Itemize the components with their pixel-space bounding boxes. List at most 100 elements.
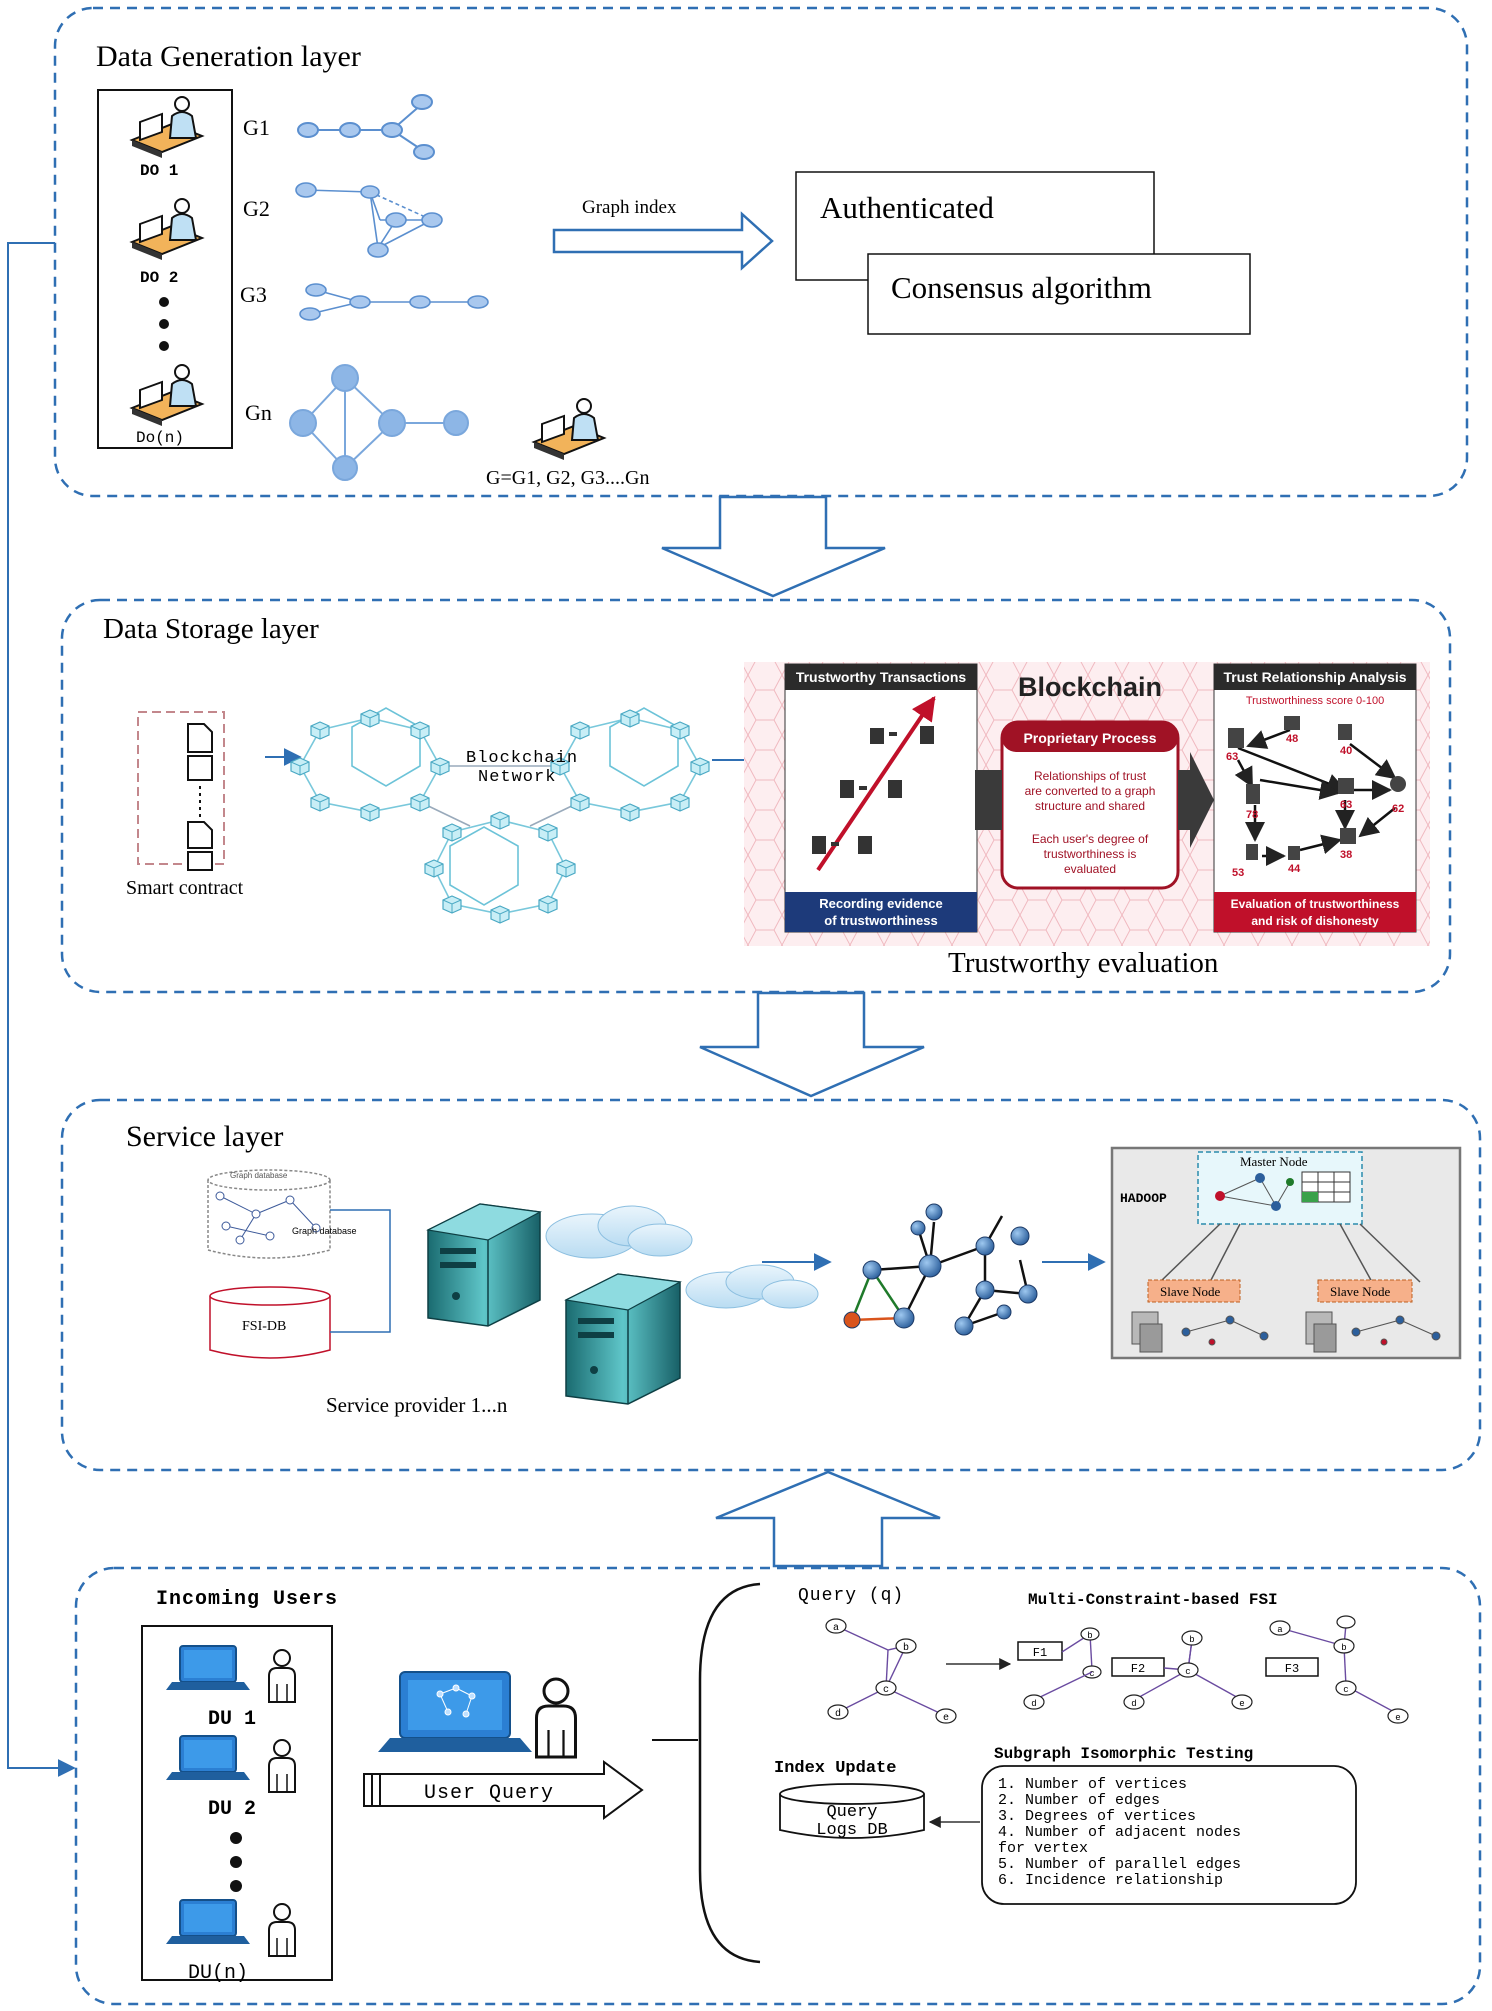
- iso-criterion: 1. Number of vertices: [998, 1776, 1187, 1793]
- slave-node-box-1: [1147, 1279, 1241, 1303]
- index-update-label: Index Update: [774, 1759, 896, 1778]
- data-owner-label-n: Do(n): [136, 429, 184, 447]
- iso-criterion: 2. Number of edges: [998, 1792, 1160, 1809]
- trust-score-label: 62: [1392, 803, 1404, 815]
- left-feedback-connector: [7, 242, 76, 1777]
- storage-layer-border: [60, 598, 1452, 994]
- iso-testing-title: Subgraph Isomorphic Testing: [994, 1745, 1253, 1763]
- graph-label-g3: G3: [240, 282, 267, 307]
- graph-g3: [299, 283, 489, 321]
- proprietary-process-label: Proprietary Process: [1023, 730, 1156, 746]
- user-query-layer: Incoming Users DU 1 DU 2 DU(n): [74, 1566, 1482, 2006]
- data-owner-label-1: DO 1: [140, 162, 178, 180]
- trust-analysis-footer-1: Evaluation of trustworthiness: [1231, 897, 1400, 911]
- trust-analysis-footer-2: and risk of dishonesty: [1251, 914, 1379, 928]
- process-text-1: Relationships of trust: [1034, 769, 1147, 783]
- service-graph-nodes: [843, 1203, 1038, 1336]
- graph-union-label: G=G1, G2, G3....Gn: [486, 467, 650, 489]
- transaction-icons: [812, 726, 934, 854]
- trustworthy-transactions-card: [784, 663, 978, 933]
- blockchain-panel-title: Blockchain: [1018, 672, 1162, 702]
- trust-graph: [1234, 728, 1397, 866]
- query-node-label: c: [883, 1685, 889, 1696]
- trust-analysis-subtitle: Trustworthiness score 0-100: [1246, 695, 1384, 707]
- hadoop-cluster: HADOOP Master Node Slave Node Slave Nod: [1110, 1146, 1462, 1360]
- blockchain-network: [299, 707, 701, 915]
- trustworthy-transactions-header: Trustworthy Transactions: [796, 669, 967, 685]
- service-provider-label: Service provider 1...n: [326, 1393, 508, 1417]
- trust-score-label: 63: [1340, 799, 1352, 811]
- query-process-brace: [698, 1582, 761, 1964]
- graph-label-gn: Gn: [245, 400, 272, 425]
- slave-node-label-1: Slave Node: [1160, 1284, 1221, 1299]
- graph-label-g1: G1: [243, 115, 270, 140]
- user-label-n: DU(n): [188, 1962, 248, 1985]
- ellipsis-dot: [230, 1880, 242, 1892]
- blockchain-trust-panel: Trustworthy Transactions Recording evide…: [744, 662, 1430, 946]
- process-text-4: Each user's degree of: [1032, 832, 1149, 846]
- network-blocks: [290, 709, 710, 924]
- master-node-label: Master Node: [1240, 1154, 1308, 1169]
- graph-database-label-top: Graph database: [230, 1171, 288, 1180]
- iso-criteria-list: 1. Number of vertices 2. Number of edges…: [998, 1776, 1241, 1889]
- graph-g1: [297, 94, 435, 160]
- layer-flow-arrow-down-1: [661, 495, 886, 598]
- query-q-label: Query (q): [798, 1586, 904, 1606]
- query-user-laptop: [378, 1671, 532, 1752]
- iso-criterion: 3. Degrees of vertices: [998, 1808, 1196, 1825]
- user-query-arrow: [363, 1760, 644, 1820]
- iso-criterion: 6. Incidence relationship: [998, 1872, 1223, 1889]
- slave-server-icon: [1131, 1311, 1337, 1353]
- query-user-person-icon: [535, 1677, 577, 1759]
- query-logs-db-label-2: Logs DB: [816, 1821, 887, 1840]
- service-layer-title: Service layer: [126, 1120, 283, 1153]
- fsi-graph-1: b c: [1061, 1627, 1102, 1679]
- graph-g2: [295, 182, 443, 258]
- trust-node-icons: [1228, 716, 1406, 860]
- slave-node-label-2: Slave Node: [1330, 1284, 1391, 1299]
- fsi-node-label: a: [1277, 1625, 1283, 1635]
- fsi-node-label: b: [1341, 1643, 1346, 1653]
- process-text-3: structure and shared: [1035, 799, 1145, 813]
- trust-analysis-header: Trust Relationship Analysis: [1223, 669, 1406, 685]
- iso-criterion: 5. Number of parallel edges: [998, 1856, 1241, 1873]
- fsi-node-label: c: [1089, 1669, 1094, 1679]
- fsi-tag-label: F3: [1285, 1662, 1299, 1676]
- db-to-server-connector: [330, 1209, 391, 1333]
- layer-flow-arrow-up: [715, 1470, 941, 1568]
- fsi-node-label: e: [1239, 1699, 1244, 1709]
- generation-layer-title: Data Generation layer: [96, 40, 361, 73]
- slave-graph-icon: [1181, 1315, 1441, 1346]
- trust-scores: 63 48 40 78 63 62 53 44 38: [1226, 733, 1404, 879]
- trustworthy-evaluation-caption: Trustworthy evaluation: [948, 947, 1219, 979]
- query-node-label: d: [835, 1708, 841, 1720]
- ellipsis-dot: [159, 319, 169, 329]
- fsi-node-label: b: [1087, 1631, 1092, 1641]
- trust-score-label: 48: [1286, 733, 1298, 745]
- data-generation-layer: Data Generation layer DO 1 DO 2 Do(n) G1…: [53, 6, 1469, 498]
- query-logs-db: [779, 1783, 925, 1839]
- graph-index-arrow: [552, 211, 774, 271]
- fsi-graph-3: a b c e: [1269, 1615, 1409, 1724]
- service-layer-border: [60, 1098, 1482, 1472]
- process-text-6: evaluated: [1064, 862, 1116, 876]
- fsi-node-label: e: [1395, 1713, 1400, 1723]
- service-layer: Service layer Graph database Graph datab…: [60, 1098, 1482, 1472]
- trustworthy-transactions-footer-1: Recording evidence: [819, 896, 943, 911]
- user-query-label: User Query: [424, 1782, 554, 1805]
- query-node-label: e: [943, 1713, 949, 1724]
- network-label-line-2: Network: [478, 768, 556, 787]
- fsi-db-cylinder: [209, 1286, 331, 1359]
- ellipsis-dot: [230, 1832, 242, 1844]
- query-node-label: a: [833, 1623, 839, 1634]
- server-icon-2: [564, 1273, 682, 1405]
- authenticated-text: Authenticated: [820, 190, 994, 225]
- fsi-node-label: c: [1343, 1685, 1348, 1695]
- trust-score-label: 78: [1246, 809, 1258, 821]
- iso-criterion: for vertex: [998, 1840, 1088, 1857]
- iso-criteria-box: [981, 1765, 1357, 1905]
- fsi-node-label: c: [1185, 1667, 1190, 1677]
- storage-layer-title: Data Storage layer: [103, 613, 319, 645]
- trust-score-label: 63: [1226, 751, 1238, 763]
